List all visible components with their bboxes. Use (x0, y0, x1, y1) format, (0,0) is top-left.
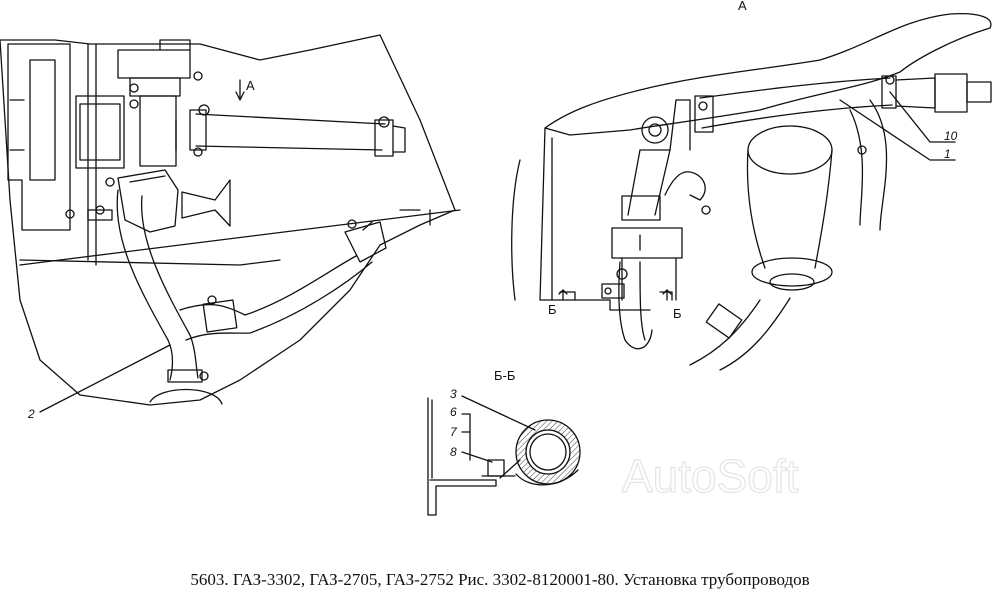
valve-assembly (117, 39, 203, 167)
section-mark-right: Б (673, 306, 682, 321)
view-a-title: А (738, 0, 747, 13)
housing-block (7, 43, 71, 231)
main-view-left (0, 34, 461, 406)
section-mark-left-line (559, 291, 576, 301)
view-a-arrow (235, 79, 245, 101)
hose-section-inner (529, 433, 567, 471)
view-a-right (511, 12, 992, 371)
hose-wall-hatch (516, 420, 581, 485)
fender (544, 12, 992, 136)
heater-fitting (87, 169, 179, 233)
upper-hose (189, 104, 406, 157)
callout-3: 3 (450, 387, 457, 401)
bracket (427, 397, 497, 516)
view-a-arrow-label: А (246, 78, 255, 93)
callout-10: 10 (944, 129, 958, 143)
callout-8: 8 (450, 445, 457, 459)
section-title: Б-Б (494, 368, 515, 383)
figure-caption: 5603. ГАЗ-3302, ГАЗ-2705, ГАЗ-2752 Рис. … (190, 570, 810, 589)
funnel (181, 179, 231, 227)
hose-1 (694, 73, 992, 133)
housing-panel (75, 95, 125, 169)
leader-2 (39, 344, 171, 413)
tap-assembly (601, 99, 711, 350)
watermark: AutoSoft (622, 450, 799, 502)
callout-1: 1 (944, 147, 951, 161)
section-mark-right-line (659, 291, 673, 301)
hose-2 (116, 189, 223, 405)
callout-6: 6 (450, 405, 457, 419)
exhaust-pipe (689, 99, 888, 371)
callout-2: 2 (27, 407, 35, 421)
section-mark-left: Б (548, 302, 557, 317)
lower-hose (179, 219, 387, 341)
body-outline (0, 34, 456, 406)
callout-7: 7 (450, 425, 458, 439)
